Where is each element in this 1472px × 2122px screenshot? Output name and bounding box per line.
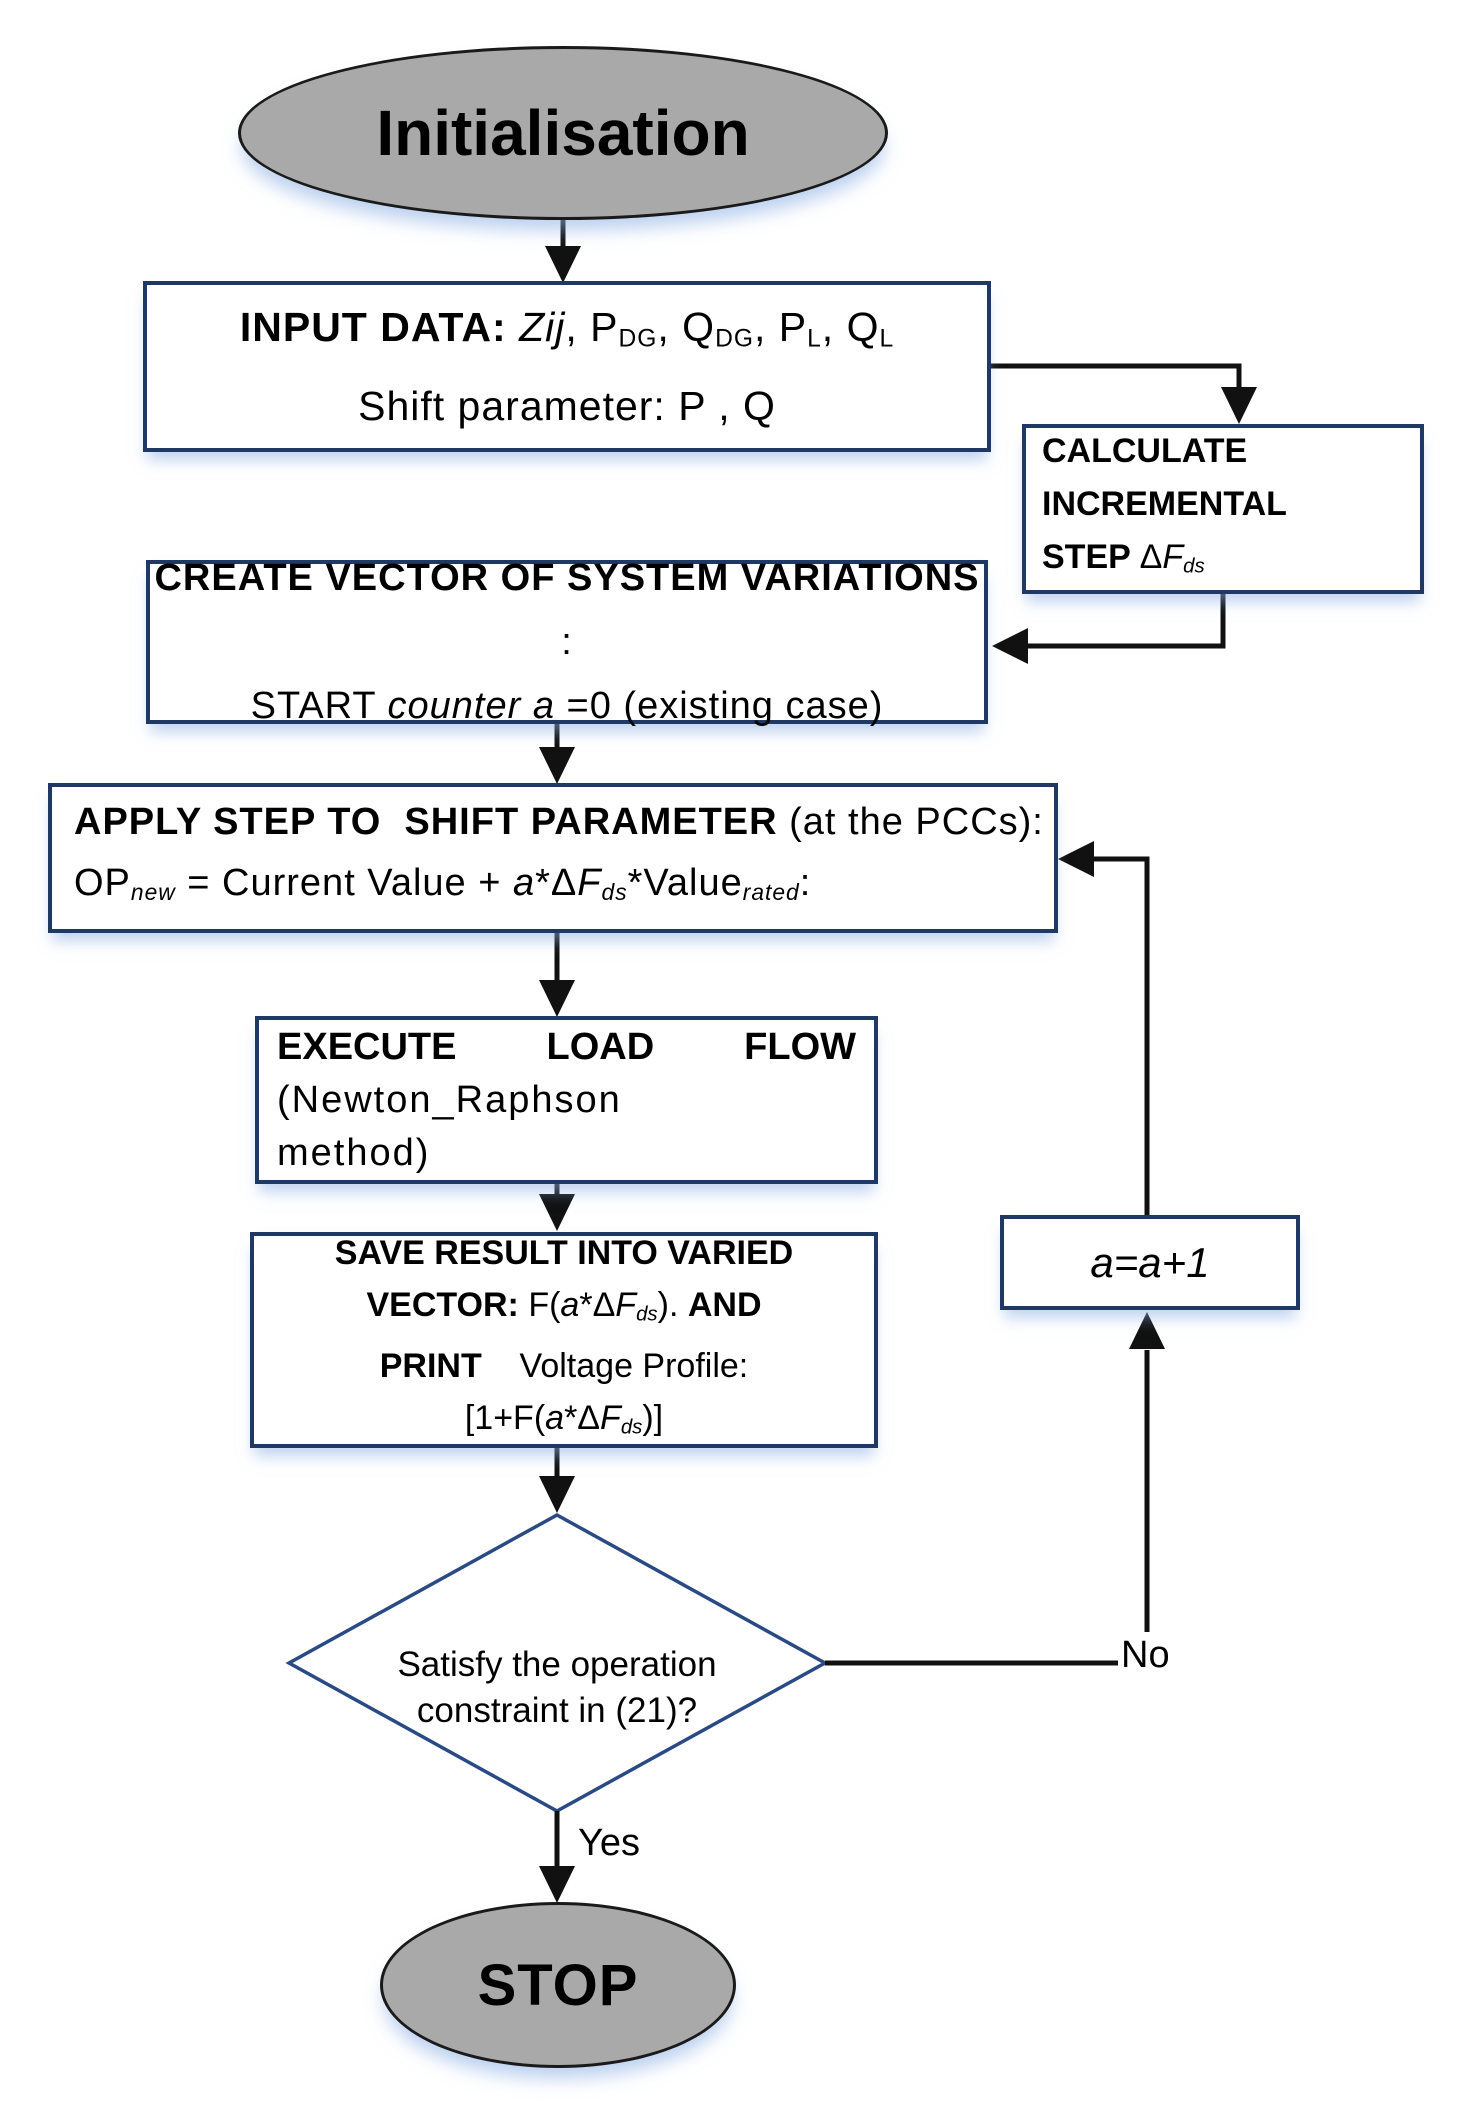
- input-data-line2: Shift parameter: P , Q: [358, 382, 776, 429]
- process-create-vector: CREATE VECTOR OF SYSTEM VARIATIONS : STA…: [146, 557, 988, 727]
- calc-line2: INCREMENTAL: [1042, 484, 1287, 523]
- arrowhead-init-input: [545, 246, 581, 283]
- edge-loop-apply: [1064, 856, 1150, 1215]
- arrowhead-calc-create: [992, 628, 1028, 664]
- decision-line2: constraint in (21)?: [416, 1691, 698, 1730]
- save-line2: VECTOR: F(a*ΔFds). AND: [366, 1285, 762, 1325]
- arrowhead-input-calc: [1221, 387, 1257, 424]
- start-terminal: Initialisation: [238, 46, 888, 220]
- stop-terminal: STOP: [380, 1902, 736, 2068]
- arrowhead-no-loop: [1129, 1312, 1165, 1349]
- execute-line2: (Newton_Raphson: [277, 1078, 622, 1121]
- edge-label-no: No: [1121, 1634, 1170, 1676]
- loop-label: a=a+1: [1090, 1239, 1210, 1286]
- create-line1: CREATE VECTOR OF SYSTEM VARIATIONS :: [154, 557, 992, 663]
- arrowhead-loop-apply: [1058, 841, 1094, 877]
- edge-label-yes: Yes: [578, 1822, 640, 1864]
- input-data-line1: INPUT DATA: Zij, PDG, QDG, PL, QL: [239, 304, 895, 353]
- process-input-data: INPUT DATA: Zij, PDG, QDG, PL, QL Shift …: [143, 281, 991, 452]
- calc-line3: STEP ΔFds: [1042, 537, 1205, 578]
- arrowhead-decision-stop: [539, 1866, 575, 1903]
- process-save-result: SAVE RESULT INTO VARIED VECTOR: F(a*ΔFds…: [250, 1232, 878, 1448]
- process-increment-counter: a=a+1: [1000, 1215, 1300, 1310]
- save-line1: SAVE RESULT INTO VARIED: [334, 1233, 794, 1272]
- calc-line1: CALCULATE: [1042, 431, 1248, 470]
- execute-line3: method): [277, 1131, 431, 1174]
- create-line2: START counter a =0 (existing case): [250, 685, 884, 727]
- stop-label: STOP: [477, 1952, 639, 2018]
- process-calculate-step: CALCULATE INCREMENTAL STEP ΔFds: [1022, 424, 1424, 594]
- decision-label: Satisfy the operation constraint in (21)…: [327, 1642, 787, 1734]
- arrowhead-execute-save: [539, 1194, 575, 1231]
- decision-line1: Satisfy the operation: [397, 1645, 717, 1684]
- apply-line2: OPnew = Current Value + a*ΔFds*Valuerate…: [74, 862, 812, 906]
- apply-line1: APPLY STEP TO SHIFT PARAMETER (at the PC…: [74, 801, 1044, 844]
- arrowhead-create-apply: [539, 747, 575, 784]
- edge-calc-create: [1026, 594, 1226, 649]
- start-label: Initialisation: [376, 97, 750, 169]
- edge-input-calc: [991, 363, 1242, 391]
- arrowhead-apply-execute: [539, 980, 575, 1017]
- process-apply-step: APPLY STEP TO SHIFT PARAMETER (at the PC…: [48, 783, 1058, 933]
- arrowhead-save-decision: [539, 1476, 575, 1513]
- save-line3: PRINT Voltage Profile:: [379, 1347, 749, 1385]
- save-line4: [1+F(a*ΔFds)]: [464, 1399, 664, 1439]
